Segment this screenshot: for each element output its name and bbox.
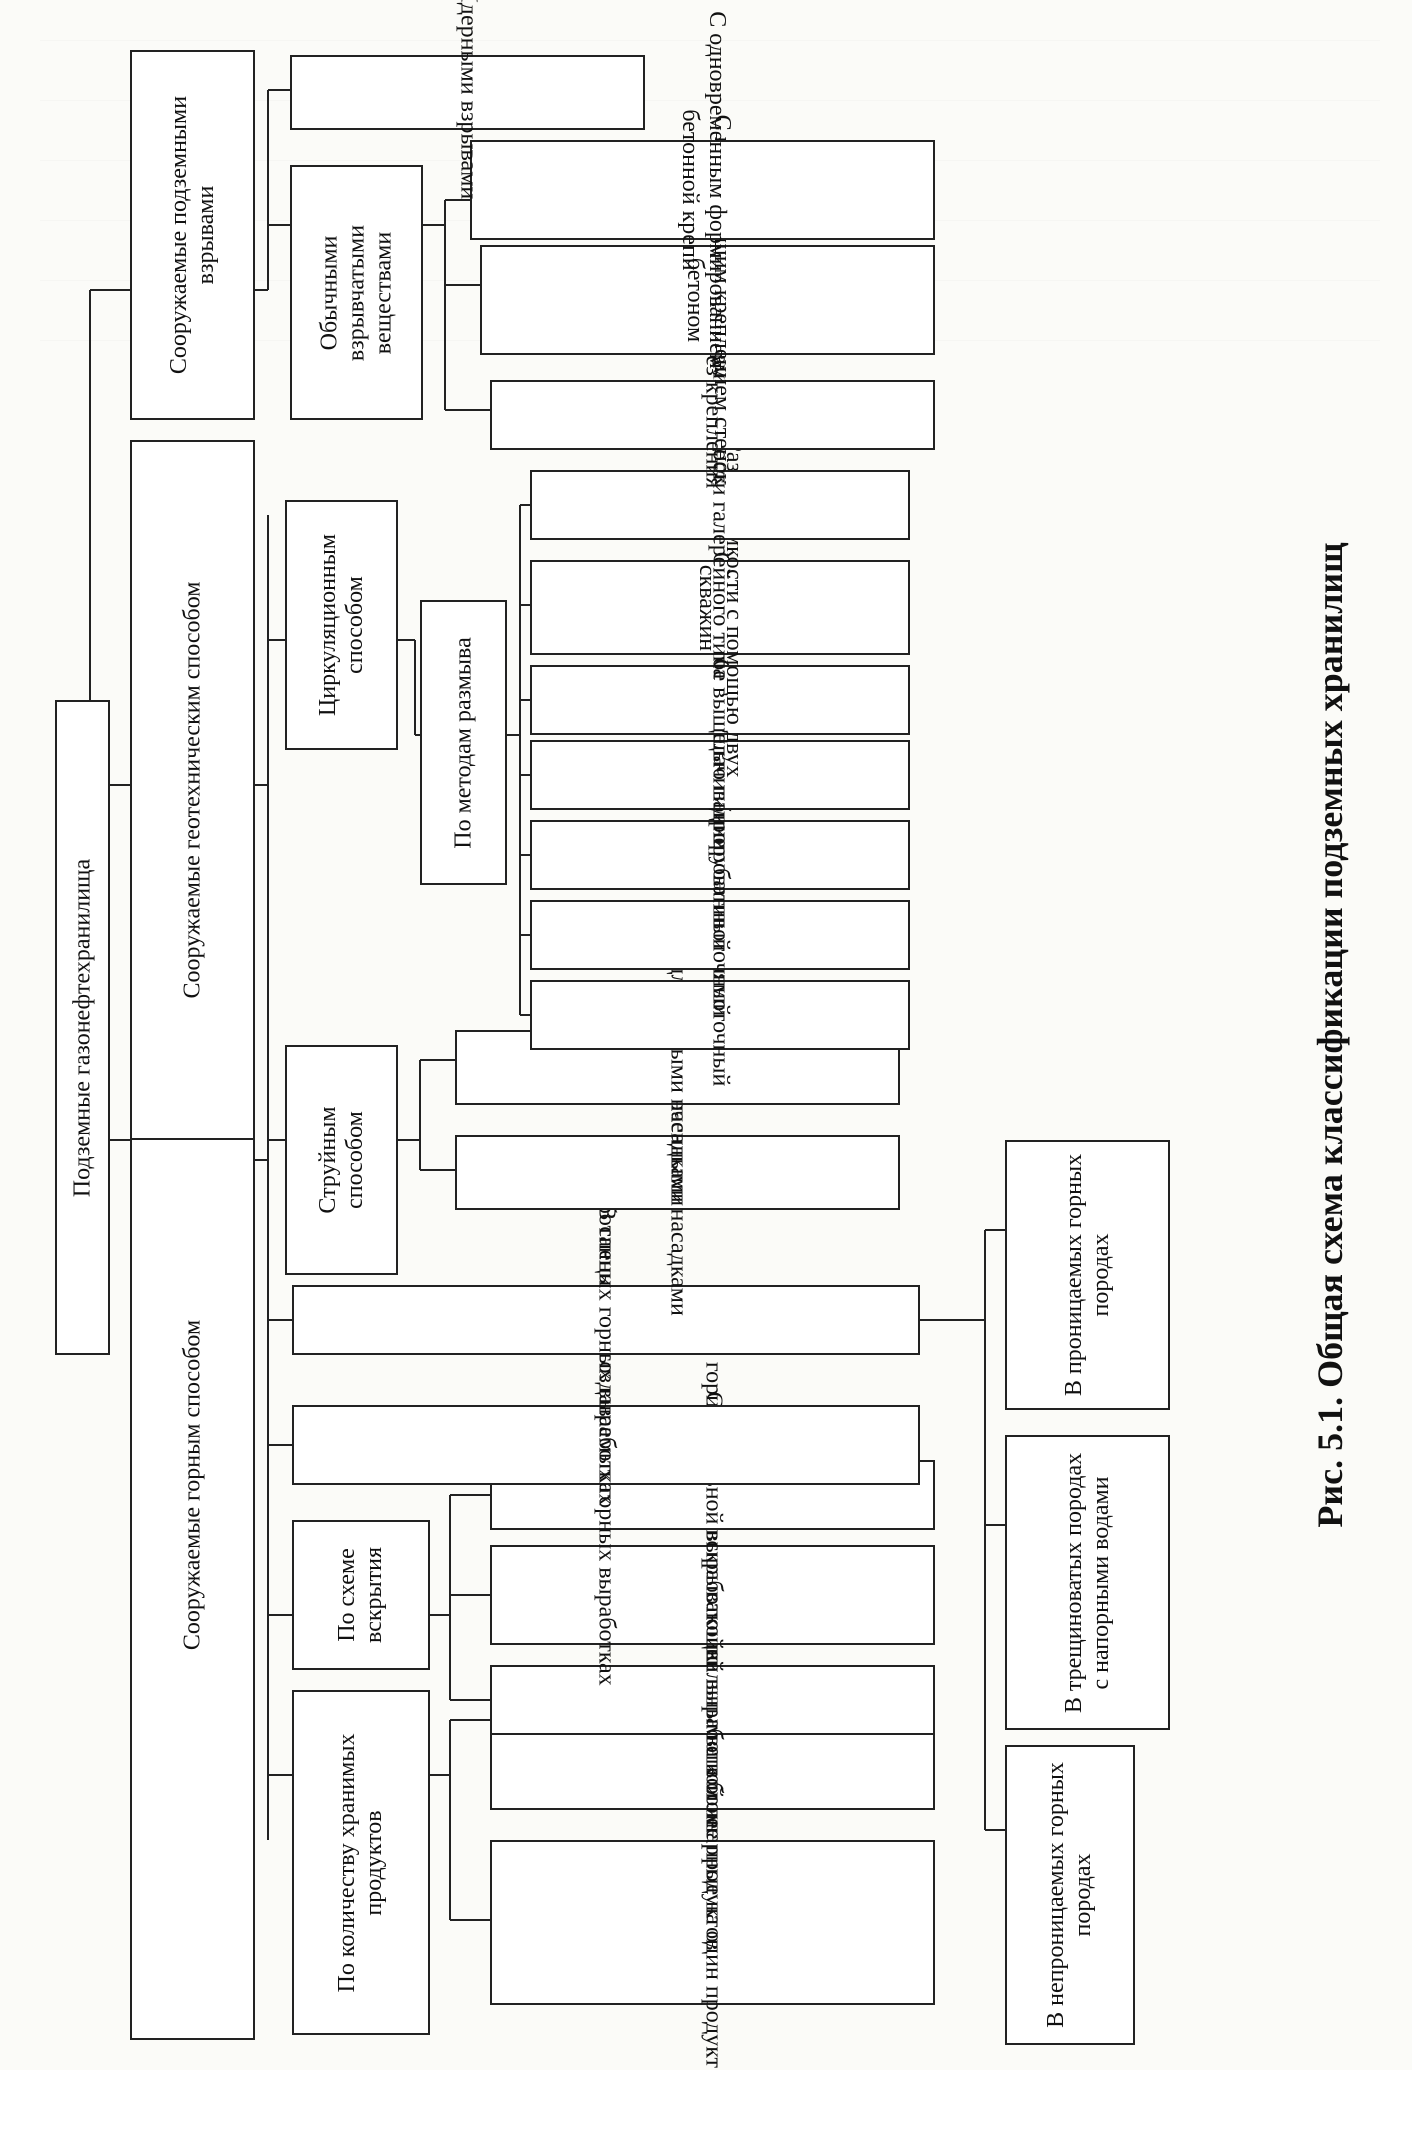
branch-explosion-label: Сооружаемые подземными взрывами [165,95,219,375]
group-conventional-explosives: Обычными взрывчатыми веществами [290,165,423,420]
item-gallery-type: Размыв емкости галерейного типа [530,331,910,679]
item-short-nozzles: С укороченными насадками [455,1030,900,1315]
rock-fractured-pressure-label: В трещиноватых породах с напорными водам… [1060,1452,1114,1713]
item-inclined-working: С наклонной вскрывающей выработкой [490,1392,935,1798]
branch-geotechnical-method: Сооружаемые геотехническим способом [130,440,255,1140]
item-hydrocutter: С помощью гидроруба [530,659,910,891]
group-jet-method: Струйным способом [285,1045,398,1275]
item-direct-flow: Прямоточный [530,944,910,1086]
rock-fractured-pressure: В трещиноватых породах с напорными водам… [1005,1435,1170,1730]
group-by-opening-scheme-label: По схеме вскрытия [334,1547,387,1643]
rock-permeable-label: В проницаемых горных породах [1060,1153,1114,1397]
group-abandoned-workings-label: В отработанных горных выработках [593,1134,620,1506]
group-nuclear-explosions-label: Ядерными взрывами [454,0,481,199]
item-simultaneous-concrete-label: С одновременным формированием бетонной к… [676,11,730,369]
group-washout-methods: По методам размыва [420,600,507,885]
group-by-product-count: По количеству хранимых продуктов [292,1690,430,2035]
item-single-product: Одинарные на один продукт [490,1777,935,2068]
group-nuclear-explosions: Ядерными взрывами [290,0,645,199]
item-counter-flow: Противоточный [530,854,910,1016]
root-node: Подземные газонефтехранилища [55,700,110,1355]
group-special-workings: В специально создаваемых горных выработк… [292,1204,920,1686]
group-conventional-explosives-label: Обычными взрывчатыми веществами [316,224,396,361]
group-circulation-method-label: Циркуляционным способом [314,533,368,717]
connector-lines [89,89,1005,1921]
figure-caption: Рис. 5.1. Общая схема классификации подз… [1310,542,1350,1528]
group-circulation-method: Циркуляционным способом [285,500,398,750]
group-by-opening-scheme: По схеме вскрытия [292,1520,430,1670]
figure-page: Подземные газонефтехранилища Сооружаемые… [55,0,1350,2068]
branch-geotechnical-label: Сооружаемые геотехническим способом [179,581,206,999]
item-no-lining: Без крепления [490,342,935,488]
item-combined: Комбинированный [530,759,910,951]
item-simultaneous-concrete: С одновременным формированием бетонной к… [470,11,935,369]
item-stepped-leaching: Ступенчатое выщелачивание [530,552,910,848]
group-washout-methods-label: По методам размыва [450,636,477,849]
root-label: Подземные газонефтехранилища [69,858,96,1197]
branch-explosion-method: Сооружаемые подземными взрывами [130,50,255,420]
rock-impermeable: В непроницаемых горных породах [1005,1745,1135,2045]
item-subsequent-concrete: С последующим креплением стенок бетоном [480,115,935,485]
rock-impermeable-label: В непроницаемых горных породах [1043,1762,1096,2028]
item-two-wells: Размыв емкости с помощью двух скважин [530,438,910,777]
group-abandoned-workings: В отработанных горных выработках [292,1135,920,1505]
group-by-product-count-label: По количеству хранимых продуктов [334,1733,387,1992]
group-jet-method-label: Струйным способом [314,1106,368,1214]
item-vertical-shaft: С вертикальным стволом [490,1572,935,1828]
rock-permeable: В проницаемых горных породах [1005,1140,1170,1410]
